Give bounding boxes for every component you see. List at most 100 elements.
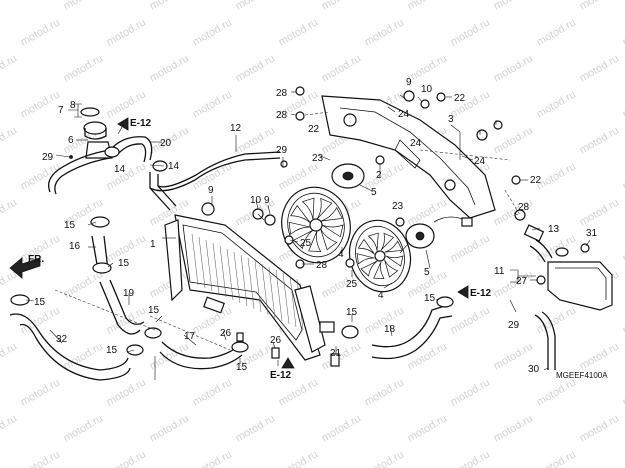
watermark-text: motod.ru	[277, 16, 321, 48]
watermark-text: motod.ru	[0, 340, 19, 372]
watermark-text: motod.ru	[578, 52, 622, 84]
radiator-fin	[198, 236, 206, 289]
direction-arrow	[9, 257, 41, 279]
watermark-text: motod.ru	[621, 88, 625, 120]
watermark-text: motod.ru	[277, 376, 321, 408]
watermark-text: motod.ru	[105, 16, 149, 48]
part-label-15e: 15	[106, 345, 118, 356]
part-label-2: 2	[376, 170, 382, 181]
watermark-text: motod.ru	[406, 412, 450, 444]
watermark-text: motod.ru	[449, 304, 493, 336]
fan-blades	[356, 232, 404, 280]
watermark-text: motod.ru	[19, 304, 63, 336]
part-label-29c: 29	[508, 320, 520, 331]
part-label-6: 6	[68, 135, 74, 146]
part-label-15h: 15	[424, 293, 436, 304]
radiator-fin	[219, 245, 227, 298]
radiator-fin	[268, 266, 276, 319]
part-label-7: 7	[58, 105, 64, 116]
fan-blade	[373, 261, 385, 280]
part-label-28c: 28	[316, 260, 328, 271]
part-label-26b: 26	[270, 335, 282, 346]
part-label-11: 11	[494, 266, 505, 277]
watermark-text: motod.ru	[449, 448, 493, 468]
part-label-19: 19	[123, 288, 135, 299]
radiator-fin	[254, 260, 262, 313]
part-label-26a: 26	[220, 328, 232, 339]
fan-blade	[288, 221, 311, 235]
part-label-17: 17	[184, 331, 196, 342]
watermark-text: motod.ru	[0, 124, 19, 156]
radiator-fin	[205, 239, 213, 292]
watermark-text: motod.ru	[148, 0, 192, 13]
watermark-text: motod.ru	[277, 448, 321, 468]
watermark-text: motod.ru	[363, 160, 407, 192]
watermark-text: motod.ru	[148, 412, 192, 444]
watermark-text: motod.ru	[320, 412, 364, 444]
fan-assembly-lower	[348, 216, 473, 293]
watermark-text: motod.ru	[19, 376, 63, 408]
radiator-fin	[191, 233, 199, 286]
watermark-text: motod.ru	[363, 448, 407, 468]
watermark-text: motod.ru	[0, 0, 19, 13]
watermark-text: motod.ru	[19, 88, 63, 120]
part-label-28d: 28	[518, 202, 530, 213]
watermark-text: motod.ru	[406, 0, 450, 13]
watermark-text: motod.ru	[19, 16, 63, 48]
fan-blade	[384, 259, 399, 278]
radiator-fin	[289, 275, 297, 328]
part-label-9b: 9	[264, 195, 270, 206]
fan-blade	[357, 238, 375, 255]
part-label-23b: 23	[392, 201, 404, 212]
watermark-text: motod.ru	[148, 52, 192, 84]
watermark-text: motod.ru	[62, 412, 106, 444]
part-label-27: 27	[516, 276, 528, 287]
fan-blade	[308, 230, 322, 252]
part-label-24c: 24	[474, 156, 486, 167]
watermark-text: motod.ru	[449, 232, 493, 264]
watermark-text: motod.ru	[191, 88, 235, 120]
fan-blade	[321, 224, 344, 238]
watermark-text: motod.ru	[19, 448, 63, 468]
radiator-fin	[261, 263, 269, 316]
watermark-text: motod.ru	[406, 340, 450, 372]
fan-blade	[320, 228, 338, 251]
part-label-29b: 29	[276, 145, 288, 156]
part-label-14a: 14	[114, 164, 126, 175]
part-label-10b: 10	[421, 84, 433, 95]
reference-arrows	[117, 117, 469, 369]
fan-blade	[289, 205, 311, 224]
part-label-15f: 15	[236, 362, 248, 373]
reserve-tank	[523, 224, 613, 311]
part-label-10a: 10	[250, 195, 262, 206]
radiator-fin	[275, 269, 283, 322]
watermark-text: motod.ru	[621, 16, 625, 48]
watermark-text: motod.ru	[62, 52, 106, 84]
radiator-fin	[212, 242, 220, 295]
part-label-5a: 5	[371, 187, 377, 198]
watermark-text: motod.ru	[621, 448, 625, 468]
fan-blade	[301, 197, 315, 220]
watermark-text: motod.ru	[148, 340, 192, 372]
watermark-text: motod.ru	[406, 52, 450, 84]
diagram-code: MGEEF4100A	[556, 371, 608, 380]
part-label-15b: 15	[118, 258, 130, 269]
part-label-20: 20	[160, 138, 172, 149]
part-label-3: 3	[448, 114, 454, 125]
watermark-text: motod.ru	[0, 52, 19, 84]
watermark-text: motod.ru	[234, 412, 278, 444]
watermark-text: motod.ru	[191, 376, 235, 408]
leader-lines	[25, 91, 591, 380]
watermark-text: motod.ru	[62, 0, 106, 13]
part-label-1: 1	[150, 239, 156, 250]
direction-label-fr: FR.	[28, 254, 44, 265]
watermark-text: motod.ru	[492, 412, 536, 444]
part-label-24a: 24	[398, 109, 410, 120]
watermark-text: motod.ru	[105, 88, 149, 120]
radiator-core	[164, 214, 335, 361]
part-label-28b: 28	[276, 110, 288, 121]
watermark-text: motod.ru	[535, 88, 579, 120]
watermark-text: motod.ru	[535, 16, 579, 48]
watermark-text: motod.ru	[535, 376, 579, 408]
